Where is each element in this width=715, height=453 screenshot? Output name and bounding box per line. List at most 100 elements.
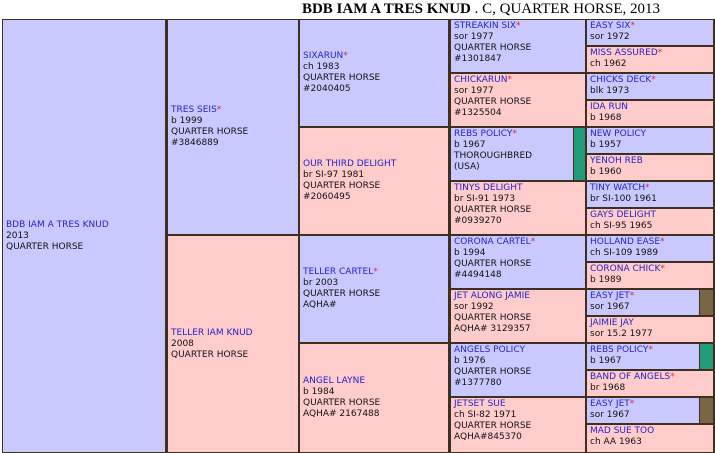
horse-name-line: HOLLAND EASE* xyxy=(590,237,710,248)
horse-detail-line: blk 1973 xyxy=(590,86,630,96)
horse-detail-line: QUARTER HORSE xyxy=(303,181,381,191)
star-icon: * xyxy=(670,372,675,382)
horse-name-link[interactable]: REBS POLICY xyxy=(590,345,649,355)
horse-name-link[interactable]: EASY JET xyxy=(590,399,630,409)
horse-name-link[interactable]: REBS POLICY xyxy=(454,129,513,139)
horse-name-line: TRES SEIS* xyxy=(171,105,295,116)
horse-name-line: OUR THIRD DELIGHT xyxy=(303,159,445,170)
horse-name-link[interactable]: TINYS DELIGHT xyxy=(454,183,523,193)
horse-detail-line: QUARTER HORSE xyxy=(171,127,249,137)
horse-name-link[interactable]: MAD SUE TOO xyxy=(590,426,655,436)
horse-name-link[interactable]: GAYS DELIGHT xyxy=(590,210,657,220)
thoroughbred-marker xyxy=(574,128,585,180)
horse-name-link[interactable]: CORONA CARTEL xyxy=(454,237,531,247)
horse-name-link[interactable]: TINY WATCH xyxy=(590,183,646,193)
horse-name-link[interactable]: YENOH REB xyxy=(590,156,643,166)
horse-name-link[interactable]: TRES SEIS xyxy=(171,105,217,115)
horse-name-line: SIXARUN* xyxy=(303,51,445,62)
horse-detail-line: QUARTER HORSE xyxy=(454,421,532,431)
horse-detail-line: b 1957 xyxy=(590,140,622,150)
horse-detail-line: QUARTER HORSE xyxy=(171,349,249,360)
horse-detail-line: b 1984 xyxy=(303,387,335,397)
horse-name-link[interactable]: ANGEL LAYNE xyxy=(303,376,366,386)
horse-name-link[interactable]: EASY JET xyxy=(590,291,630,301)
horse-detail-line: b 1994 xyxy=(454,248,486,258)
horse-info: EASY SIX*sor 1972 xyxy=(590,21,710,43)
star-icon: * xyxy=(216,105,222,115)
horse-detail-line: QUARTER HORSE xyxy=(454,43,532,53)
horse-name-link[interactable]: JAIMIE JAY xyxy=(590,318,634,328)
horse-detail-line: sor 1967 xyxy=(590,410,630,420)
horse-detail-line: ch 1983 xyxy=(303,62,340,72)
horse-name-link[interactable]: BDB IAM A TRES KNUD xyxy=(6,219,109,230)
horse-info: CORONA CHICK*b 1989 xyxy=(590,264,710,286)
horse-detail-line: sor 1972 xyxy=(590,32,630,42)
horse-detail-line: (USA) xyxy=(454,162,480,172)
horse-detail-line: QUARTER HORSE xyxy=(454,313,532,323)
horse-name-link[interactable]: BAND OF ANGELS xyxy=(590,372,671,382)
horse-name-link[interactable]: CHICKS DECK xyxy=(590,75,652,85)
horse-name-link[interactable]: OUR THIRD DELIGHT xyxy=(303,159,397,169)
star-icon: * xyxy=(530,237,536,247)
horse-name-link[interactable]: NEW POLICY xyxy=(590,129,646,139)
thoroughbred-marker xyxy=(700,344,713,369)
horse-name-line: REBS POLICY* xyxy=(590,345,696,356)
horse-name-link[interactable]: CORONA CHICK xyxy=(590,264,661,274)
horse-name-link[interactable]: IDA RUN xyxy=(590,102,629,112)
horse-detail-line: b 1967 xyxy=(590,356,622,366)
horse-detail-line: br 1968 xyxy=(590,383,626,393)
horse-name-line: BAND OF ANGELS* xyxy=(590,372,710,383)
horse-name-link[interactable]: MISS ASSURED xyxy=(590,48,658,58)
horse-name-link[interactable]: JETSET SUE xyxy=(454,399,506,409)
star-icon: * xyxy=(516,21,521,31)
horse-name-link[interactable]: HOLLAND EASE xyxy=(590,237,661,247)
horse-detail-line: #2060495 xyxy=(303,192,351,202)
horse-cell-g14: BAND OF ANGELS*br 1968 xyxy=(587,371,713,396)
horse-info: CHICKS DECK*blk 1973 xyxy=(590,75,710,97)
horse-name-link[interactable]: JET ALONG JAMIE xyxy=(454,291,530,301)
star-icon: * xyxy=(648,345,653,355)
horse-name-link[interactable]: TELLER CARTEL xyxy=(303,267,374,277)
horse-name-link[interactable]: ANGELS POLICY xyxy=(454,345,525,355)
horse-detail-line: sor 1977 xyxy=(454,32,494,42)
horse-cell-g3: CHICKS DECK*blk 1973 xyxy=(587,74,713,99)
horse-name-line: EASY SIX* xyxy=(590,21,710,32)
horse-name-link[interactable]: TELLER IAM KNUD xyxy=(171,327,253,338)
horse-name-line: NEW POLICY xyxy=(590,129,710,140)
star-icon: * xyxy=(343,51,348,61)
horse-name-link[interactable]: SIXARUN xyxy=(303,51,344,61)
horse-name-link[interactable]: EASY SIX xyxy=(590,21,631,31)
horse-name-line: EASY JET* xyxy=(590,291,696,302)
horse-name-link[interactable]: CHICKARUN xyxy=(454,75,508,85)
horse-detail-line: 2013 xyxy=(6,230,29,241)
pedigree-title: BDB IAM A TRES KNUD . C, QUARTER HORSE, … xyxy=(0,0,715,19)
horse-detail-line: QUARTER HORSE xyxy=(303,289,381,299)
star-icon: * xyxy=(630,21,635,31)
horse-cell-g11: EASY JET*sor 1967 xyxy=(587,290,699,315)
horse-name-link[interactable]: STREAKIN SIX xyxy=(454,21,516,31)
horse-name-line: YENOH REB xyxy=(590,156,710,167)
ancestry-marker xyxy=(700,398,713,423)
horse-cell-g9: HOLLAND EASE*ch SI-109 1989 xyxy=(587,236,713,261)
horse-detail-line: b 1976 xyxy=(454,356,486,366)
horse-name-line: JET ALONG JAMIE xyxy=(454,291,582,302)
star-icon: * xyxy=(660,237,665,247)
horse-name-line: TINY WATCH* xyxy=(590,183,710,194)
horse-info: REBS POLICY*b 1967 xyxy=(590,345,696,367)
horse-cell-g13: REBS POLICY*b 1967 xyxy=(587,344,699,369)
